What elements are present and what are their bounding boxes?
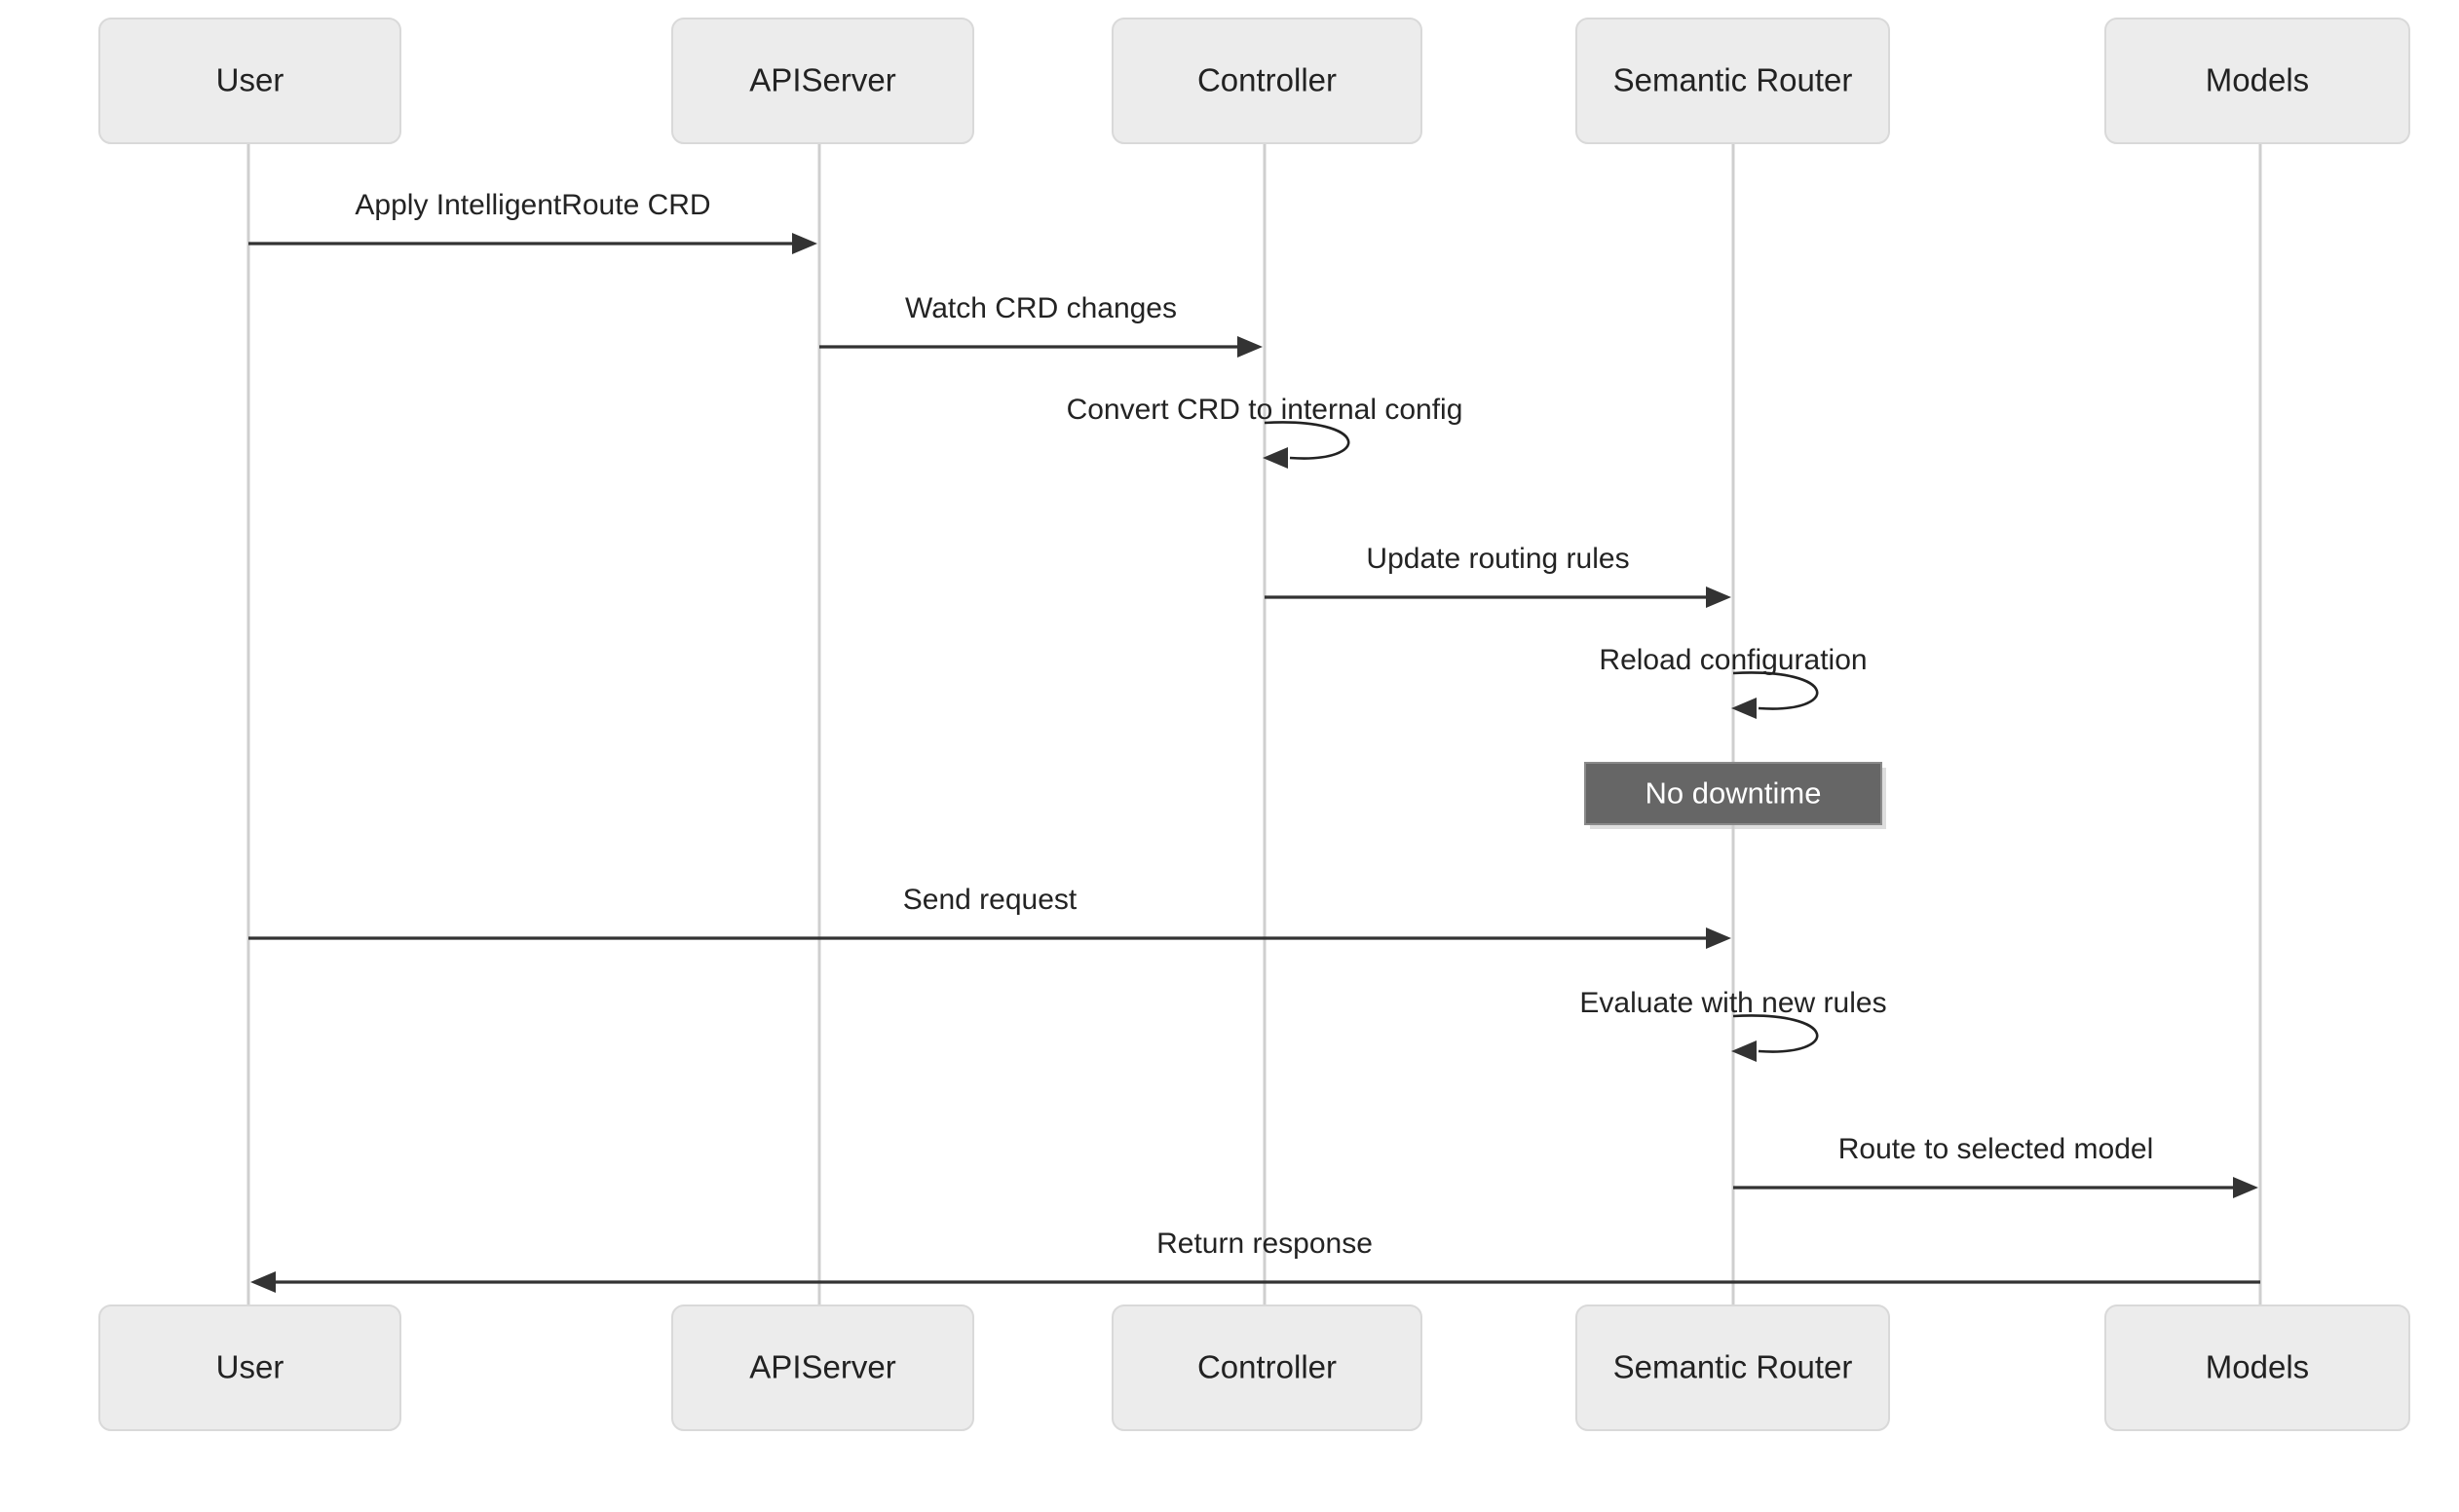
- participant-label: Semantic Router: [1613, 62, 1853, 98]
- participant-box-rect: [671, 1304, 974, 1431]
- arrow-head-right: [2233, 1177, 2258, 1198]
- participant-top-models[interactable]: Models: [2104, 18, 2410, 144]
- participant-bottom-apiserver[interactable]: APIServer: [671, 1304, 974, 1431]
- participant-label: Models: [2206, 1349, 2309, 1385]
- participants-layer: UserUserAPIServerAPIServerControllerCont…: [98, 18, 2410, 1431]
- participant-box-rect: [98, 1304, 401, 1431]
- participant-box-rect: [1112, 1304, 1422, 1431]
- message-label: Return response: [1156, 1228, 1373, 1260]
- self-loop-path: [1732, 671, 1819, 710]
- message-label: Update routing rules: [1366, 543, 1629, 575]
- participant-label: Models: [2206, 62, 2309, 98]
- message-m6: Send request: [248, 884, 1731, 949]
- message-m5: Reload configuration: [1599, 644, 1868, 719]
- message-m4: Update routing rules: [1265, 543, 1731, 608]
- participant-bottom-router[interactable]: Semantic Router: [1575, 1304, 1890, 1431]
- message-label: Reload configuration: [1599, 644, 1867, 676]
- notes-layer: No downtime: [1584, 762, 1886, 829]
- participant-label: User: [216, 62, 284, 98]
- participant-label: APIServer: [749, 62, 895, 98]
- arrow-head-right: [1706, 927, 1731, 949]
- message-m8: Route to selected model: [1733, 1133, 2258, 1198]
- arrow-head-right: [1237, 336, 1263, 358]
- message-m1: Apply IntelligentRoute CRD: [248, 189, 817, 254]
- message-m3: Convert CRD to internal config: [1067, 394, 1463, 469]
- participant-box-rect: [2104, 1304, 2410, 1431]
- participant-bottom-controller[interactable]: Controller: [1112, 1304, 1422, 1431]
- participant-label: Semantic Router: [1613, 1349, 1853, 1385]
- participant-bottom-models[interactable]: Models: [2104, 1304, 2410, 1431]
- participant-label: User: [216, 1349, 284, 1385]
- participant-label: Controller: [1197, 62, 1337, 98]
- participant-box-rect: [1575, 18, 1890, 144]
- lifelines-layer: [246, 144, 2262, 1305]
- message-label: Convert CRD to internal config: [1067, 394, 1463, 426]
- arrow-head-left: [1263, 447, 1288, 469]
- participant-box-rect: [1575, 1304, 1890, 1431]
- participant-box-rect: [2104, 18, 2410, 144]
- participant-label: APIServer: [749, 1349, 895, 1385]
- participant-top-apiserver[interactable]: APIServer: [671, 18, 974, 144]
- self-loop-path: [1264, 421, 1350, 460]
- participant-box-rect: [98, 18, 401, 144]
- note-label: No downtime: [1646, 776, 1822, 811]
- participant-top-router[interactable]: Semantic Router: [1575, 18, 1890, 144]
- message-m2: Watch CRD changes: [819, 292, 1263, 358]
- message-label: Apply IntelligentRoute CRD: [355, 189, 710, 221]
- participant-top-controller[interactable]: Controller: [1112, 18, 1422, 144]
- message-label: Send request: [903, 884, 1078, 916]
- note-rect: [1584, 762, 1882, 825]
- arrow-head-right: [1706, 586, 1731, 608]
- arrow-head-left: [250, 1271, 276, 1293]
- participant-label: Controller: [1197, 1349, 1337, 1385]
- self-loop-path: [1732, 1014, 1819, 1053]
- message-label: Route to selected model: [1838, 1133, 2154, 1165]
- arrow-head-left: [1731, 1040, 1757, 1062]
- arrow-head-right: [792, 233, 817, 254]
- participant-box-rect: [1112, 18, 1422, 144]
- message-m9: Return response: [250, 1228, 2260, 1293]
- arrow-head-left: [1731, 698, 1757, 719]
- messages-layer: Apply IntelligentRoute CRD Watch CRD chan…: [248, 189, 2260, 1293]
- note-n1: No downtime: [1584, 762, 1886, 829]
- participant-bottom-user[interactable]: User: [98, 1304, 401, 1431]
- participant-top-user[interactable]: User: [98, 18, 401, 144]
- participant-box-rect: [671, 18, 974, 144]
- message-label: Evaluate with new rules: [1579, 987, 1886, 1019]
- message-label: Watch CRD changes: [905, 292, 1177, 324]
- message-m7: Evaluate with new rules: [1579, 987, 1887, 1062]
